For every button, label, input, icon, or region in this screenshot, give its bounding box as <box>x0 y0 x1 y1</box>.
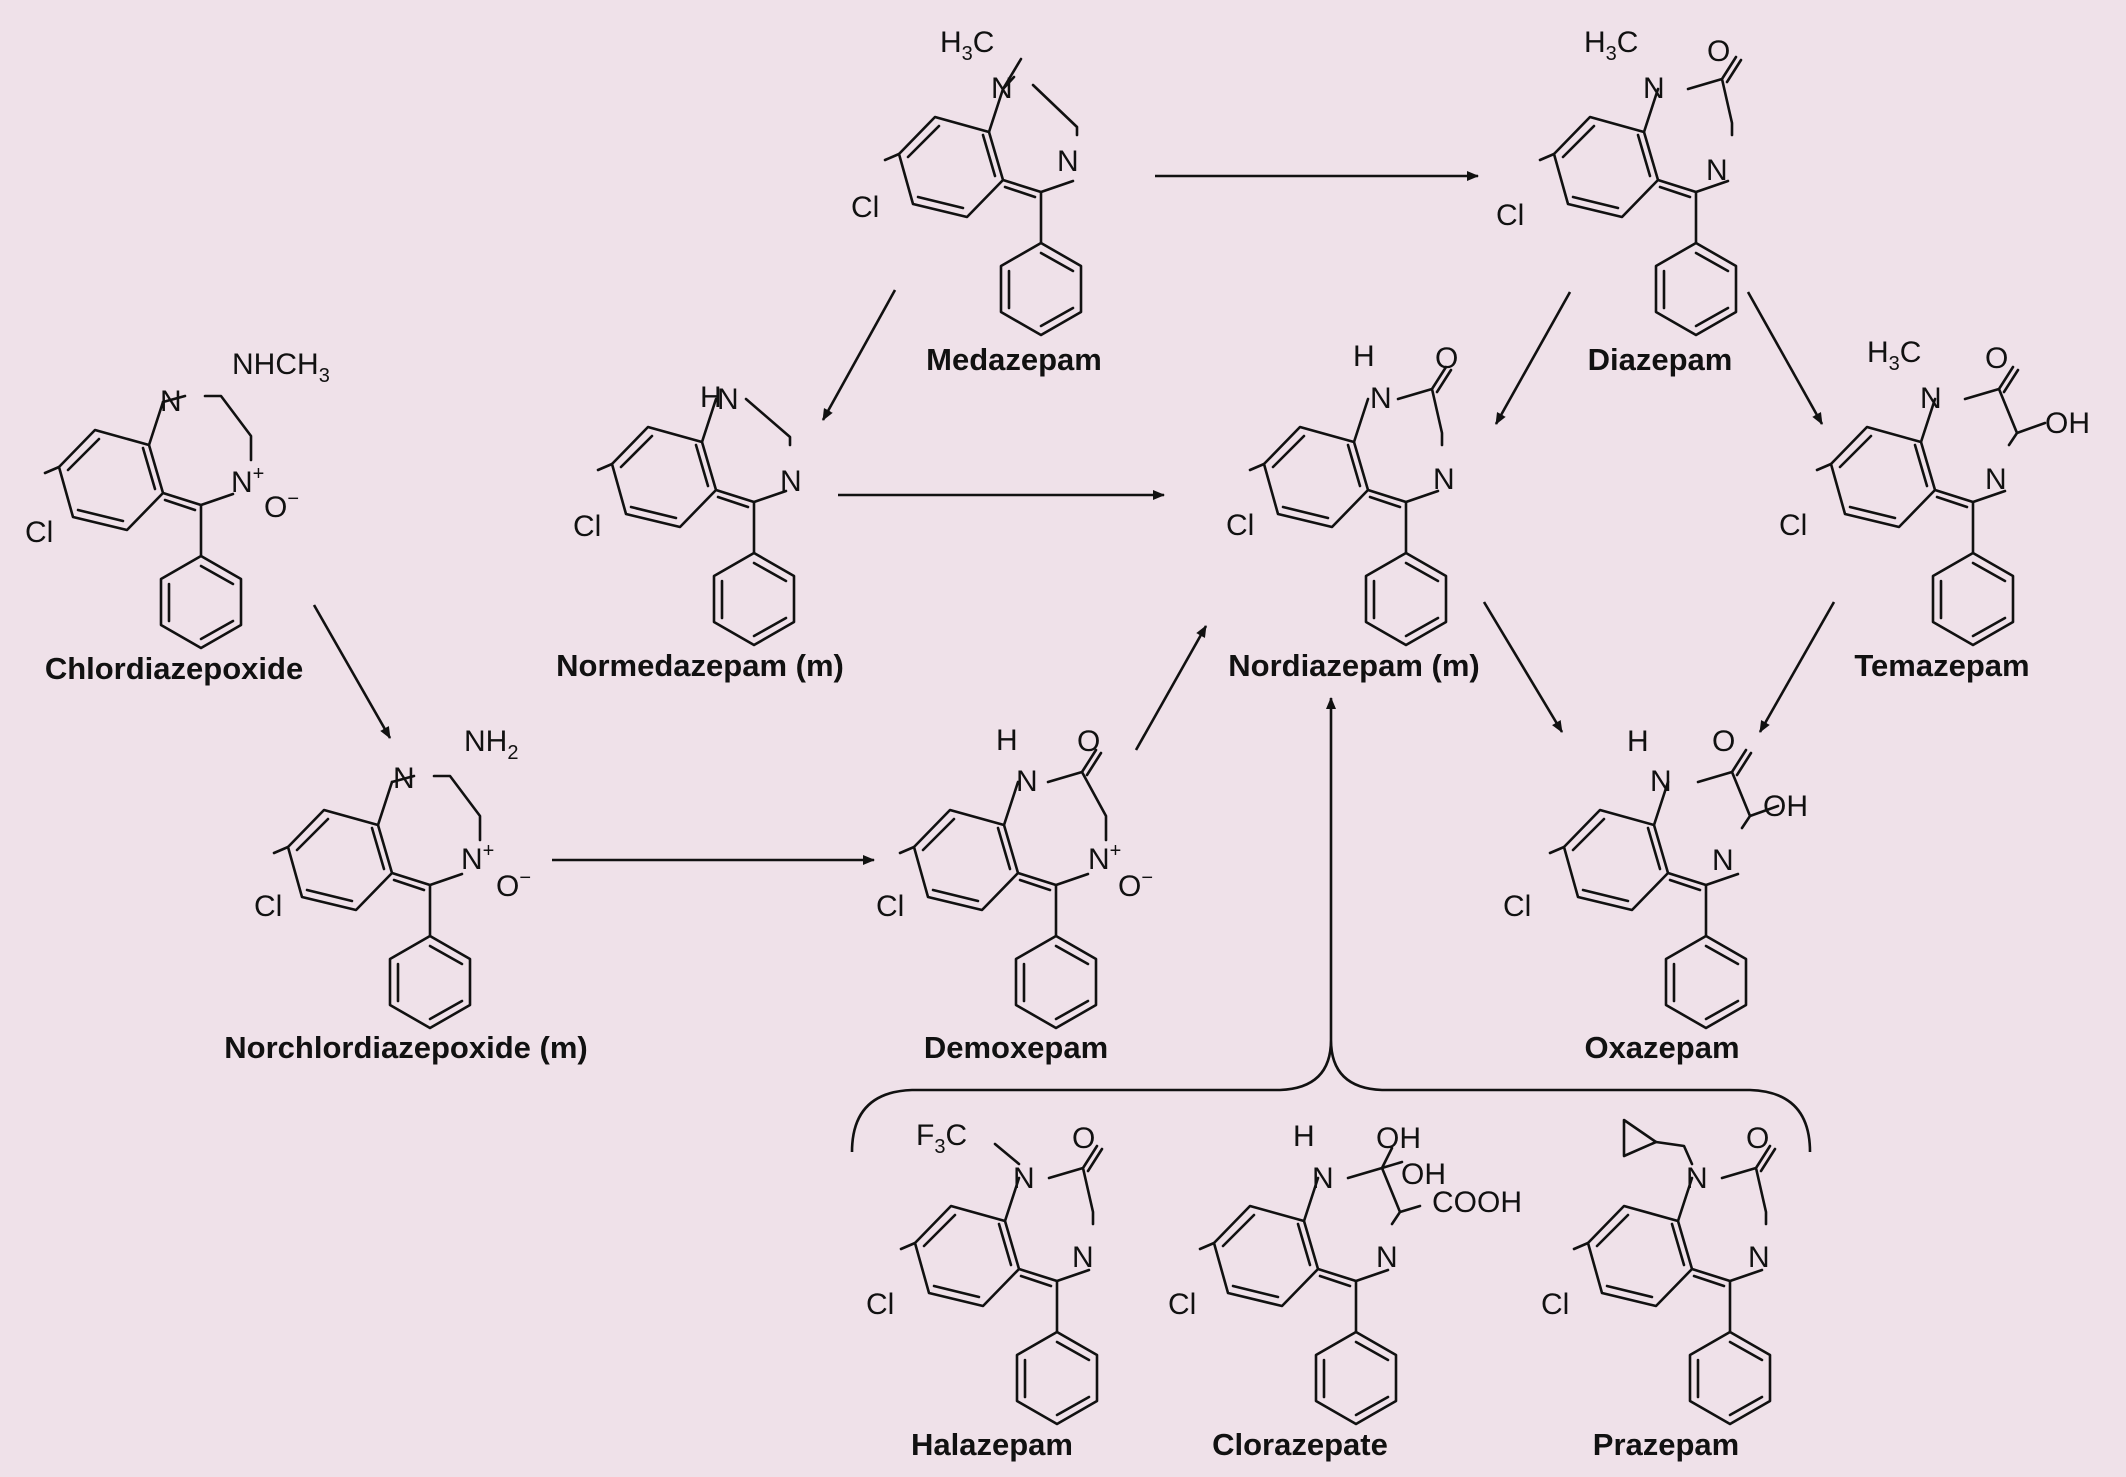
atom-n1-medazepam: N <box>991 72 1013 105</box>
atom-o-minus-norchlordiazepoxide: O− <box>496 867 531 903</box>
atom-cl-medazepam: Cl <box>851 191 879 224</box>
atom-h-oxazepam: H <box>1627 725 1649 758</box>
atom-n1-demoxepam: N <box>1016 765 1038 798</box>
structure-norchlordiazepoxide <box>272 774 482 1030</box>
atom-o-minus-chlordiazepoxide: O− <box>264 488 299 524</box>
label-clorazepate: Clorazepate <box>1212 1427 1388 1462</box>
atom-n-norchlordiazepoxide: N <box>393 762 415 795</box>
structure-temazepam <box>1815 365 2047 647</box>
atom-cl-clorazepate: Cl <box>1168 1288 1196 1321</box>
atom-o-halazepam: O <box>1072 1122 1095 1155</box>
atom-n1-clorazepate: N <box>1312 1162 1334 1195</box>
label-oxazepam: Oxazepam <box>1584 1030 1739 1065</box>
atom-cl-demoxepam: Cl <box>876 890 904 923</box>
atom-n4-medazepam: N <box>1057 145 1079 178</box>
label-normedazepam: Normedazepam (m) <box>556 648 844 683</box>
atom-n4-normedazepam: N <box>780 465 802 498</box>
atom-h-demoxepam: H <box>996 724 1018 757</box>
arrow-medazepam-to-normedazepam <box>821 289 897 421</box>
atom-n4-prazepam: N <box>1748 1241 1770 1274</box>
atom-cl-oxazepam: Cl <box>1503 890 1531 923</box>
arrow-chlordiazepoxide-to-norchlordiazepoxide <box>312 604 392 739</box>
atom-h3c-medazepam: H3C <box>940 26 994 65</box>
atom-h3c-temazepam: H3C <box>1867 336 1921 375</box>
atom-n1-temazepam: N <box>1920 382 1942 415</box>
bracket-precursors <box>850 1039 1812 1153</box>
atom-nh2-norchlordiazepoxide: NH2 <box>464 725 518 764</box>
structure-diazepam <box>1538 55 1743 337</box>
label-medazepam: Medazepam <box>926 342 1102 377</box>
atom-n4-oxazepam: N <box>1712 844 1734 877</box>
atom-oh1-clorazepate: OH <box>1376 1122 1421 1155</box>
arrow-diazepam-to-temazepam <box>1746 291 1824 425</box>
atom-n4-halazepam: N <box>1072 1241 1094 1274</box>
atom-h-normedazepam: H <box>700 381 722 414</box>
atom-n1-nordiazepam: N <box>1370 382 1392 415</box>
label-temazepam: Temazepam <box>1854 648 2029 683</box>
atom-n1-oxazepam: N <box>1650 765 1672 798</box>
atom-o-diazepam: O <box>1707 35 1730 68</box>
structure-oxazepam <box>1548 748 1780 1030</box>
atom-o-prazepam: O <box>1746 1122 1769 1155</box>
structure-prazepam <box>1572 1118 1777 1426</box>
atom-cl-norchlordiazepoxide: Cl <box>254 890 282 923</box>
atom-oh2-clorazepate: OH <box>1401 1158 1446 1191</box>
atom-n1-normedazepam: N <box>717 383 739 416</box>
structure-halazepam <box>899 1142 1104 1426</box>
atom-n-oxide-demoxepam: N+ <box>1088 840 1121 876</box>
atom-cl-temazepam: Cl <box>1779 509 1807 542</box>
atom-h3c-diazepam: H3C <box>1584 26 1638 65</box>
structure-medazepam <box>883 57 1083 337</box>
atom-n1-prazepam: N <box>1686 1162 1708 1195</box>
atom-n4-diazepam: N <box>1706 154 1728 187</box>
atom-h-clorazepate: H <box>1293 1120 1315 1153</box>
atom-n-oxide-chlordiazepoxide: N+ <box>231 463 264 499</box>
atom-o-minus-demoxepam: O− <box>1118 867 1153 903</box>
structure-demoxepam <box>898 748 1108 1030</box>
atom-o-demoxepam: O <box>1077 725 1100 758</box>
arrow-diazepam-to-nordiazepam <box>1494 291 1572 425</box>
atom-n4-clorazepate: N <box>1376 1241 1398 1274</box>
atom-h-nordiazepam: H <box>1353 340 1375 373</box>
atom-cl-halazepam: Cl <box>866 1288 894 1321</box>
label-diazepam: Diazepam <box>1588 342 1733 377</box>
atom-n-chlordiazepoxide: N <box>160 385 182 418</box>
atom-cl-normedazepam: Cl <box>573 510 601 543</box>
structure-chlordiazepoxide <box>43 394 253 650</box>
atom-n4-temazepam: N <box>1985 463 2007 496</box>
arrow-nordiazepam-to-oxazepam <box>1482 601 1564 733</box>
atom-oh-temazepam: OH <box>2045 407 2090 440</box>
label-demoxepam: Demoxepam <box>924 1030 1108 1065</box>
label-prazepam: Prazepam <box>1593 1427 1739 1462</box>
arrow-temazepam-to-oxazepam <box>1758 601 1836 733</box>
atom-cooh-clorazepate: COOH <box>1432 1186 1522 1219</box>
atom-n-oxide-norchlordiazepoxide: N+ <box>461 840 494 876</box>
atom-cl-diazepam: Cl <box>1496 199 1524 232</box>
atom-cl-nordiazepam: Cl <box>1226 509 1254 542</box>
label-nordiazepam: Nordiazepam (m) <box>1228 648 1479 683</box>
label-chlordiazepoxide: Chlordiazepoxide <box>45 651 303 686</box>
atom-o-oxazepam: O <box>1712 725 1735 758</box>
structure-nordiazepam <box>1248 365 1453 647</box>
label-halazepam: Halazepam <box>911 1427 1073 1462</box>
atom-f3c-halazepam: F3C <box>916 1119 967 1158</box>
atom-o-nordiazepam: O <box>1435 342 1458 375</box>
atom-cl-chlordiazepoxide: Cl <box>25 516 53 549</box>
arrow-demoxepam-to-nordiazepam <box>1134 625 1208 751</box>
atom-cl-prazepam: Cl <box>1541 1288 1569 1321</box>
atom-n4-nordiazepam: N <box>1433 463 1455 496</box>
atom-n1-diazepam: N <box>1643 72 1665 105</box>
atom-n1-halazepam: N <box>1013 1162 1035 1195</box>
atom-nhch3-chlordiazepoxide: NHCH3 <box>232 348 330 387</box>
structure-normedazepam <box>596 397 796 647</box>
atom-o-temazepam: O <box>1985 342 2008 375</box>
atom-oh-oxazepam: OH <box>1763 790 1808 823</box>
structure-clorazepate <box>1198 1146 1422 1426</box>
label-norchlordiazepoxide: Norchlordiazepoxide (m) <box>224 1030 587 1065</box>
